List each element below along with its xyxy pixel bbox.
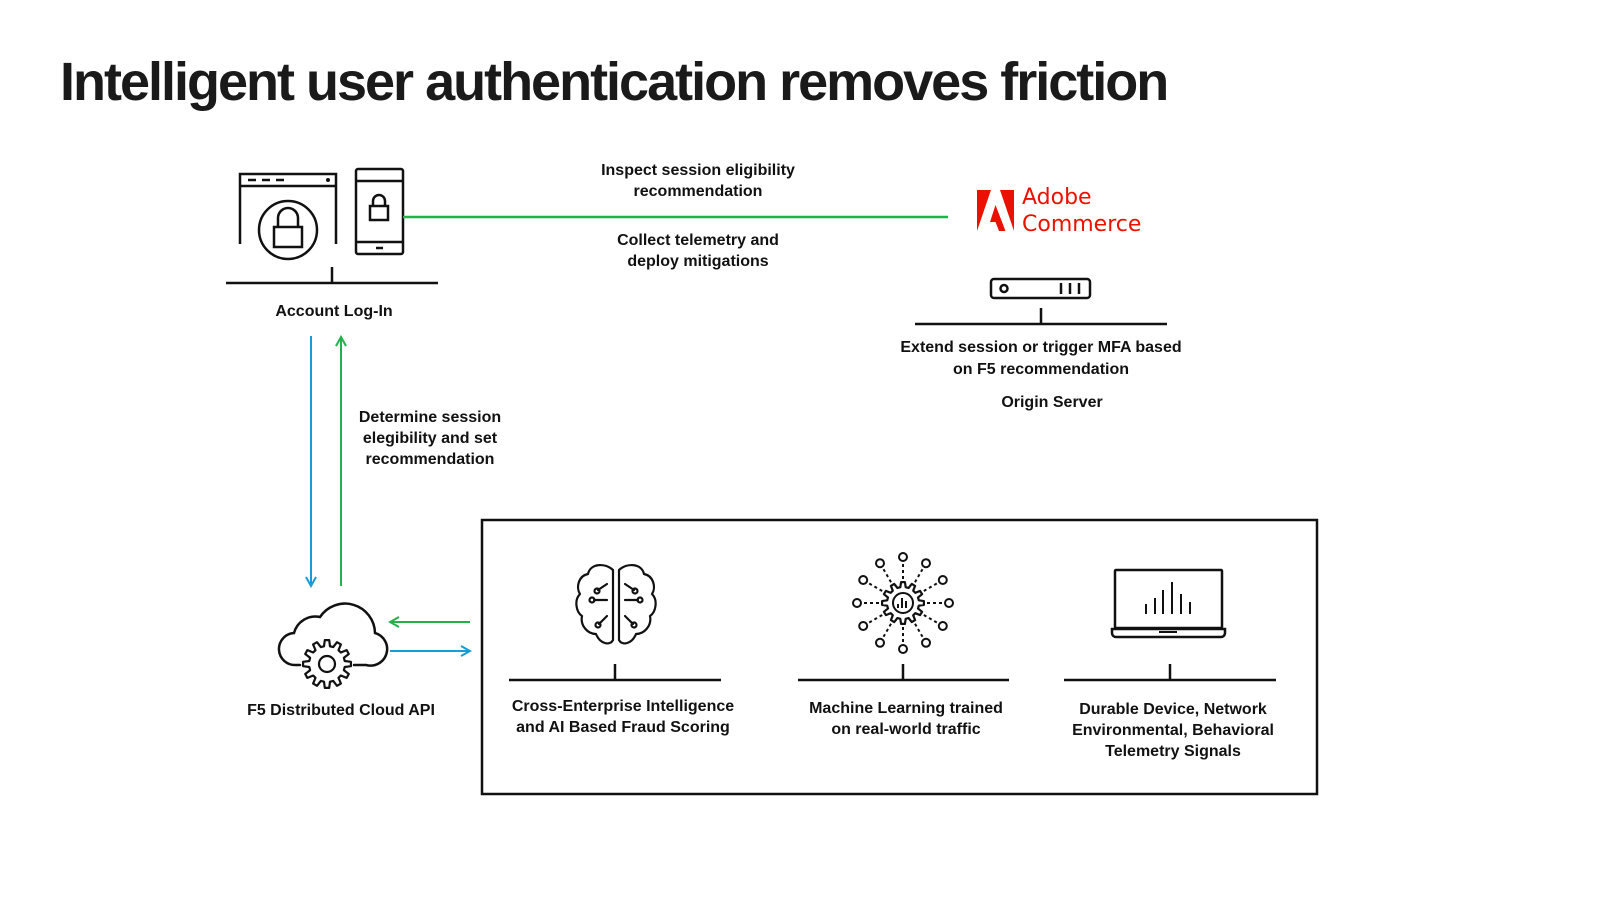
laptop-chart-icon (1110, 568, 1227, 639)
origin-action-label: Extend session or trigger MFA based on F… (900, 339, 1182, 378)
network-node (898, 644, 908, 654)
account-login-label: Account Log-In (275, 303, 393, 320)
server-base-line (915, 308, 1167, 326)
determine-flow-label: Determine session elegibility and set re… (358, 409, 502, 468)
network-spoke (914, 623, 925, 640)
feature-label-3: Durable Device, Network Environmental, B… (1072, 701, 1274, 760)
cloud-api-label: F5 Distributed Cloud API (247, 702, 435, 719)
features-container (480, 518, 1319, 796)
account-base-line (226, 267, 438, 285)
network-node (921, 637, 931, 648)
inspect-flow-label: Inspect session eligibility recommendati… (601, 162, 795, 200)
adobe-commerce-wordmark: Adobe Commerce (1022, 185, 1142, 237)
gear-network-icon (852, 552, 954, 654)
network-node (898, 552, 908, 562)
browser-window-lock-icon (238, 172, 338, 261)
network-spoke (866, 581, 883, 592)
feature-base-line-3 (1064, 664, 1276, 682)
mobile-phone-lock-icon (354, 167, 405, 256)
collect-flow-label: Collect telemetry and deploy mitigations (617, 232, 779, 270)
feature-base-line-1 (509, 664, 721, 682)
cloud-gear-icon (277, 602, 389, 689)
network-spoke (923, 614, 940, 625)
network-node (937, 575, 948, 585)
network-node (858, 575, 869, 585)
network-spoke (881, 623, 892, 640)
origin-server-label: Origin Server (1001, 394, 1103, 411)
adobe-logo-icon (977, 190, 1014, 231)
feature-label-2: Machine Learning trained on real-world t… (809, 700, 1003, 738)
network-node (875, 637, 885, 648)
feature-label-1: Cross-Enterprise Intelligence and AI Bas… (511, 698, 735, 736)
network-node (921, 558, 931, 569)
network-spoke (923, 581, 940, 592)
network-spoke (914, 566, 925, 583)
page-title: Intelligent user authentication removes … (60, 52, 1169, 112)
server-rack-icon (989, 277, 1092, 300)
network-node (937, 621, 948, 631)
network-node (875, 558, 885, 569)
network-spoke (866, 614, 883, 625)
brain-circuit-icon (575, 564, 657, 645)
feature-base-line-2 (798, 664, 1009, 682)
network-node (858, 621, 869, 631)
network-node (852, 598, 862, 608)
network-node (944, 598, 954, 608)
network-spoke (881, 566, 892, 583)
